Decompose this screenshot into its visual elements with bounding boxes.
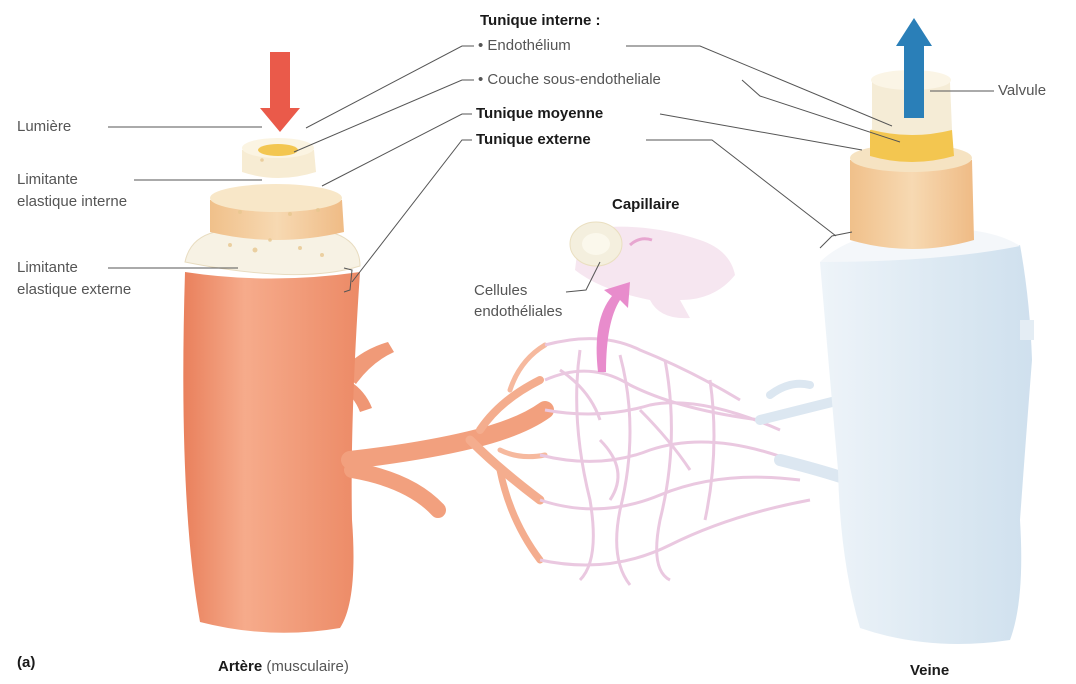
label-artere-sub: (musculaire)	[266, 658, 349, 675]
vein-body	[820, 245, 1032, 644]
capillary	[570, 222, 735, 318]
flow-arrow-capillary	[597, 282, 630, 372]
label-tunique-interne: Tunique interne :	[480, 12, 601, 30]
label-valvule: Valvule	[998, 82, 1046, 100]
artery	[183, 138, 394, 633]
flow-arrow-artery	[260, 52, 300, 132]
label-artere-name: Artère	[218, 658, 262, 675]
label-cellules-line2: endothéliales	[474, 303, 562, 321]
label-artere: Artère (musculaire)	[218, 658, 349, 676]
artery-body	[183, 272, 360, 633]
label-veine: Veine	[910, 662, 949, 680]
label-tunique-externe: Tunique externe	[476, 131, 591, 149]
label-limitante-interne-line2: elastique interne	[17, 193, 127, 211]
label-cellules-line1: Cellules	[474, 282, 527, 300]
label-capillaire: Capillaire	[612, 196, 680, 214]
label-endothelium: • Endothélium	[478, 37, 571, 55]
label-limitante-externe-line2: elastique externe	[17, 281, 131, 299]
arteriole-branches	[350, 345, 545, 560]
label-limitante-interne-line1: Limitante	[17, 171, 78, 189]
vein	[820, 70, 1034, 644]
label-lumiere: Lumière	[17, 118, 71, 136]
capillary-network	[540, 339, 810, 585]
panel-label: (a)	[17, 654, 35, 672]
label-couche-sous-endotheliale: • Couche sous-endotheliale	[478, 71, 661, 89]
label-tunique-moyenne: Tunique moyenne	[476, 105, 603, 123]
label-limitante-externe-line1: Limitante	[17, 259, 78, 277]
